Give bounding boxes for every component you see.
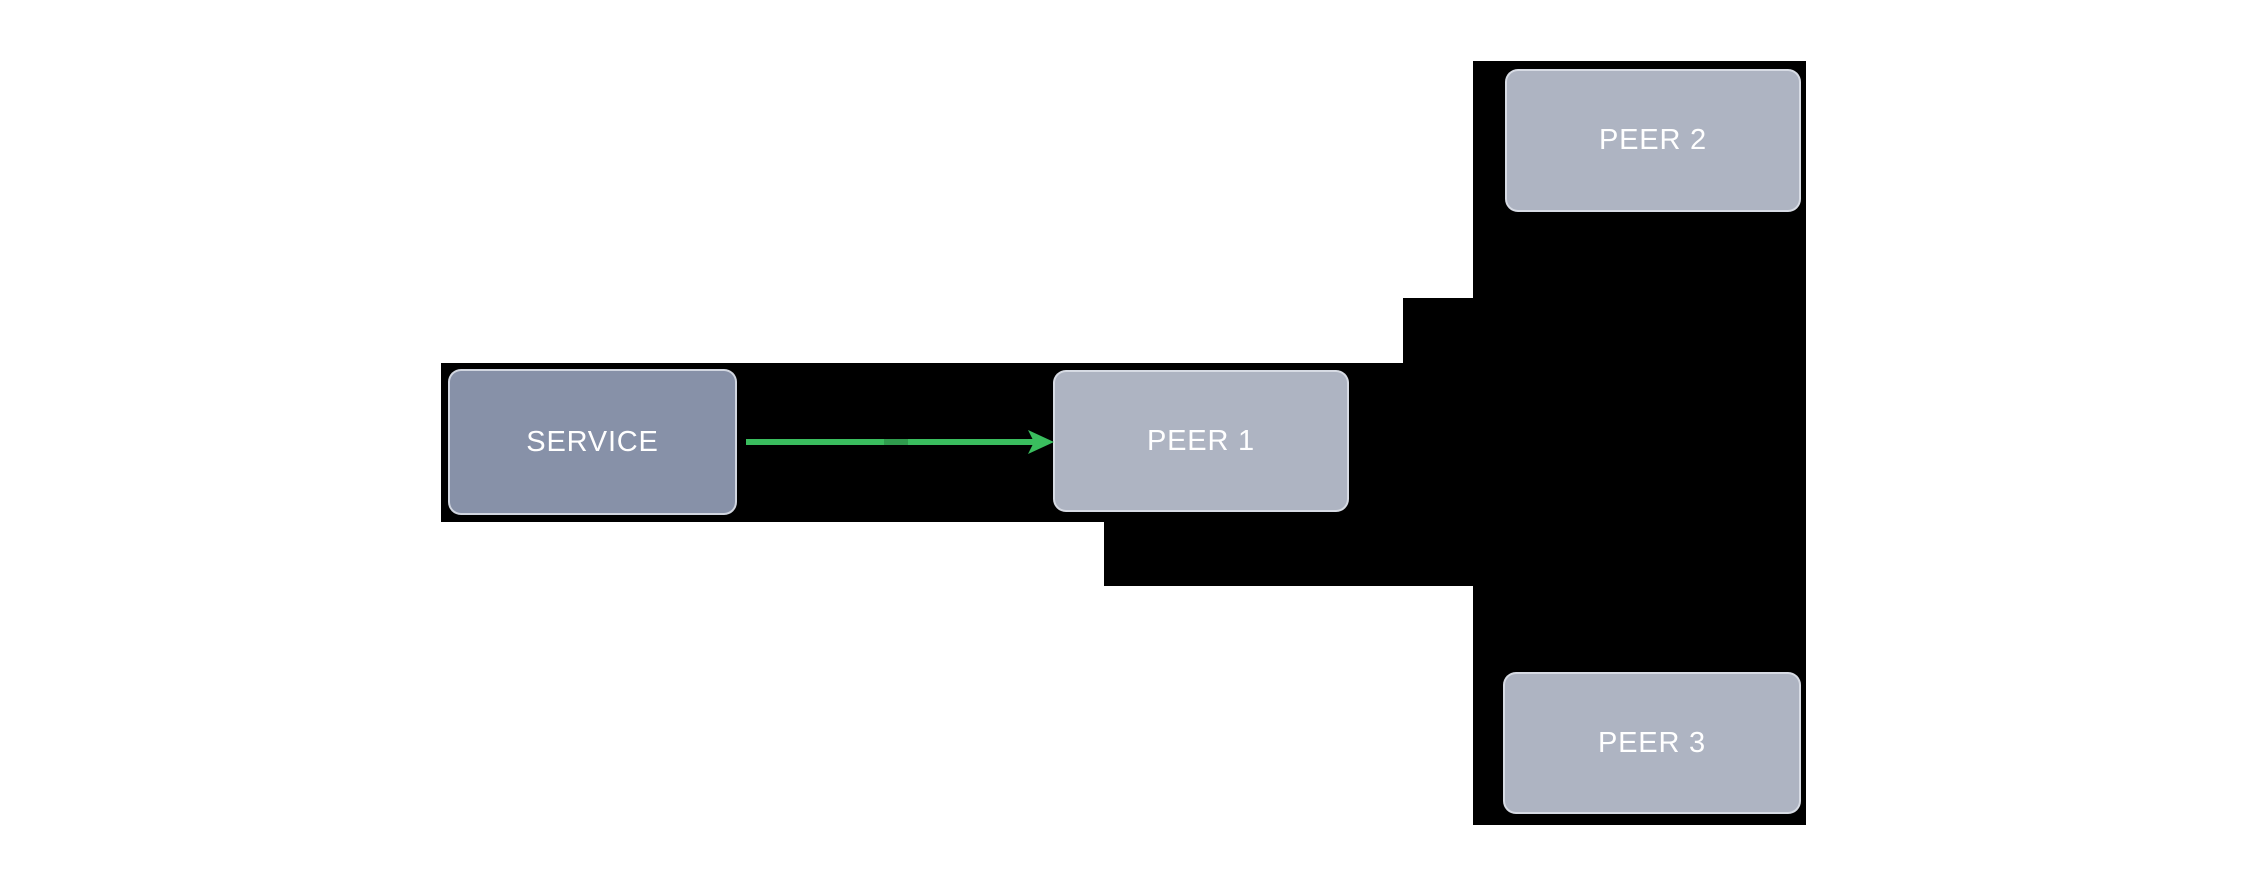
connector-below-peer1 (1104, 520, 1481, 586)
connector-stub (1403, 298, 1481, 365)
arrow-head (1028, 430, 1054, 454)
peer3-node: PEER 3 (1503, 672, 1801, 814)
peer2-label: PEER 2 (1599, 124, 1707, 156)
arrow-shaft-overlap (884, 439, 908, 445)
peer1-node: PEER 1 (1053, 370, 1349, 512)
arrow-shaft (746, 439, 1036, 445)
service-node: SERVICE (448, 369, 737, 515)
peer3-label: PEER 3 (1598, 726, 1706, 759)
peer2-node: PEER 2 (1505, 69, 1801, 212)
service-label: SERVICE (526, 425, 659, 458)
service-to-peer1-arrow (744, 427, 1056, 457)
peer1-label: PEER 1 (1147, 424, 1255, 457)
